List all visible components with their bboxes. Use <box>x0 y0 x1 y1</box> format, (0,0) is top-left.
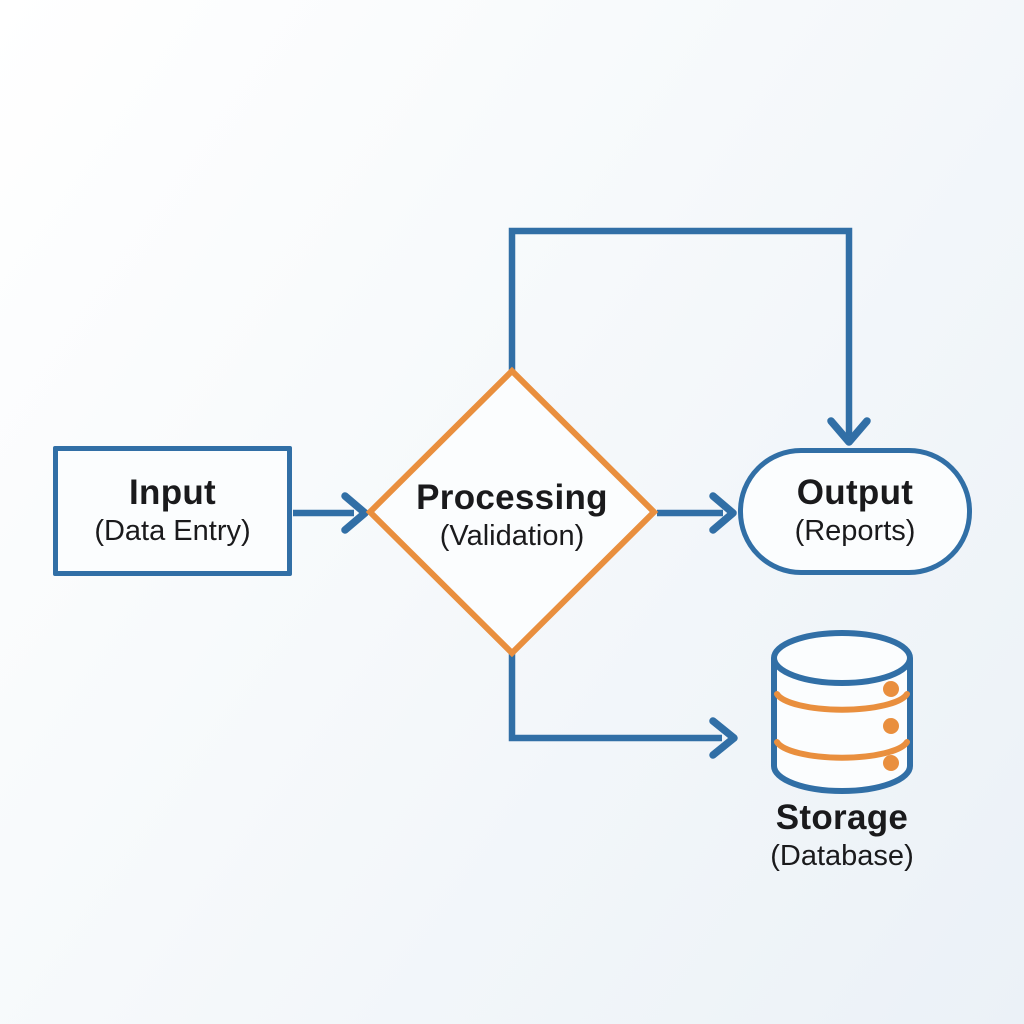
node-output: Output (Reports) <box>738 448 972 575</box>
node-output-title: Output <box>796 473 914 512</box>
node-processing-title: Processing <box>416 478 608 517</box>
node-input: Input (Data Entry) <box>53 446 292 576</box>
arrow-right-icon <box>709 492 737 534</box>
edge-processing-to-output <box>657 492 737 534</box>
edge-processing-to-output-loop <box>508 227 871 446</box>
database-stripe-1 <box>774 691 910 713</box>
edge-loop-line <box>508 227 853 436</box>
database-cylinder-icon <box>771 630 913 794</box>
node-processing: Processing (Validation) <box>362 478 662 555</box>
edge-input-to-processing <box>293 492 369 534</box>
node-storage-subtitle: (Database) <box>770 840 914 872</box>
node-storage-title: Storage <box>775 798 909 837</box>
edge-storage-line <box>508 652 722 742</box>
node-output-subtitle: (Reports) <box>794 515 916 547</box>
database-stripe-2 <box>774 739 910 761</box>
node-processing-subtitle: (Validation) <box>439 520 585 552</box>
database-dot-3 <box>883 755 899 771</box>
processing-diamond-shape <box>365 366 659 658</box>
edge-processing-to-storage <box>508 652 738 759</box>
node-input-subtitle: (Data Entry) <box>94 514 251 547</box>
database-dot-1 <box>883 681 899 697</box>
arrow-right-icon <box>709 717 738 759</box>
arrow-right-icon <box>341 492 369 534</box>
node-storage: Storage (Database) <box>692 798 992 875</box>
arrow-down-icon <box>827 417 871 446</box>
node-input-title: Input <box>128 472 217 512</box>
database-lid <box>771 630 913 686</box>
database-dot-2 <box>883 718 899 734</box>
